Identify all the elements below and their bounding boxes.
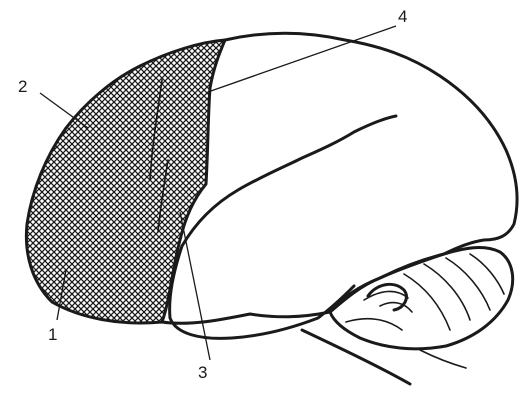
label-1: 1 [48, 325, 57, 344]
label-2: 2 [18, 77, 27, 96]
frontal-region-hatched [26, 40, 225, 323]
cerebellum-inner-fold [368, 284, 406, 310]
leader-line-4 [208, 26, 396, 92]
leader-line-3 [180, 212, 210, 360]
label-3: 3 [198, 363, 207, 382]
brain-stem-lower [420, 350, 466, 368]
label-4: 4 [398, 7, 407, 26]
lateral-fissure [182, 116, 396, 246]
brain-stem [302, 330, 410, 384]
temporal-lobe-contour [170, 246, 354, 338]
